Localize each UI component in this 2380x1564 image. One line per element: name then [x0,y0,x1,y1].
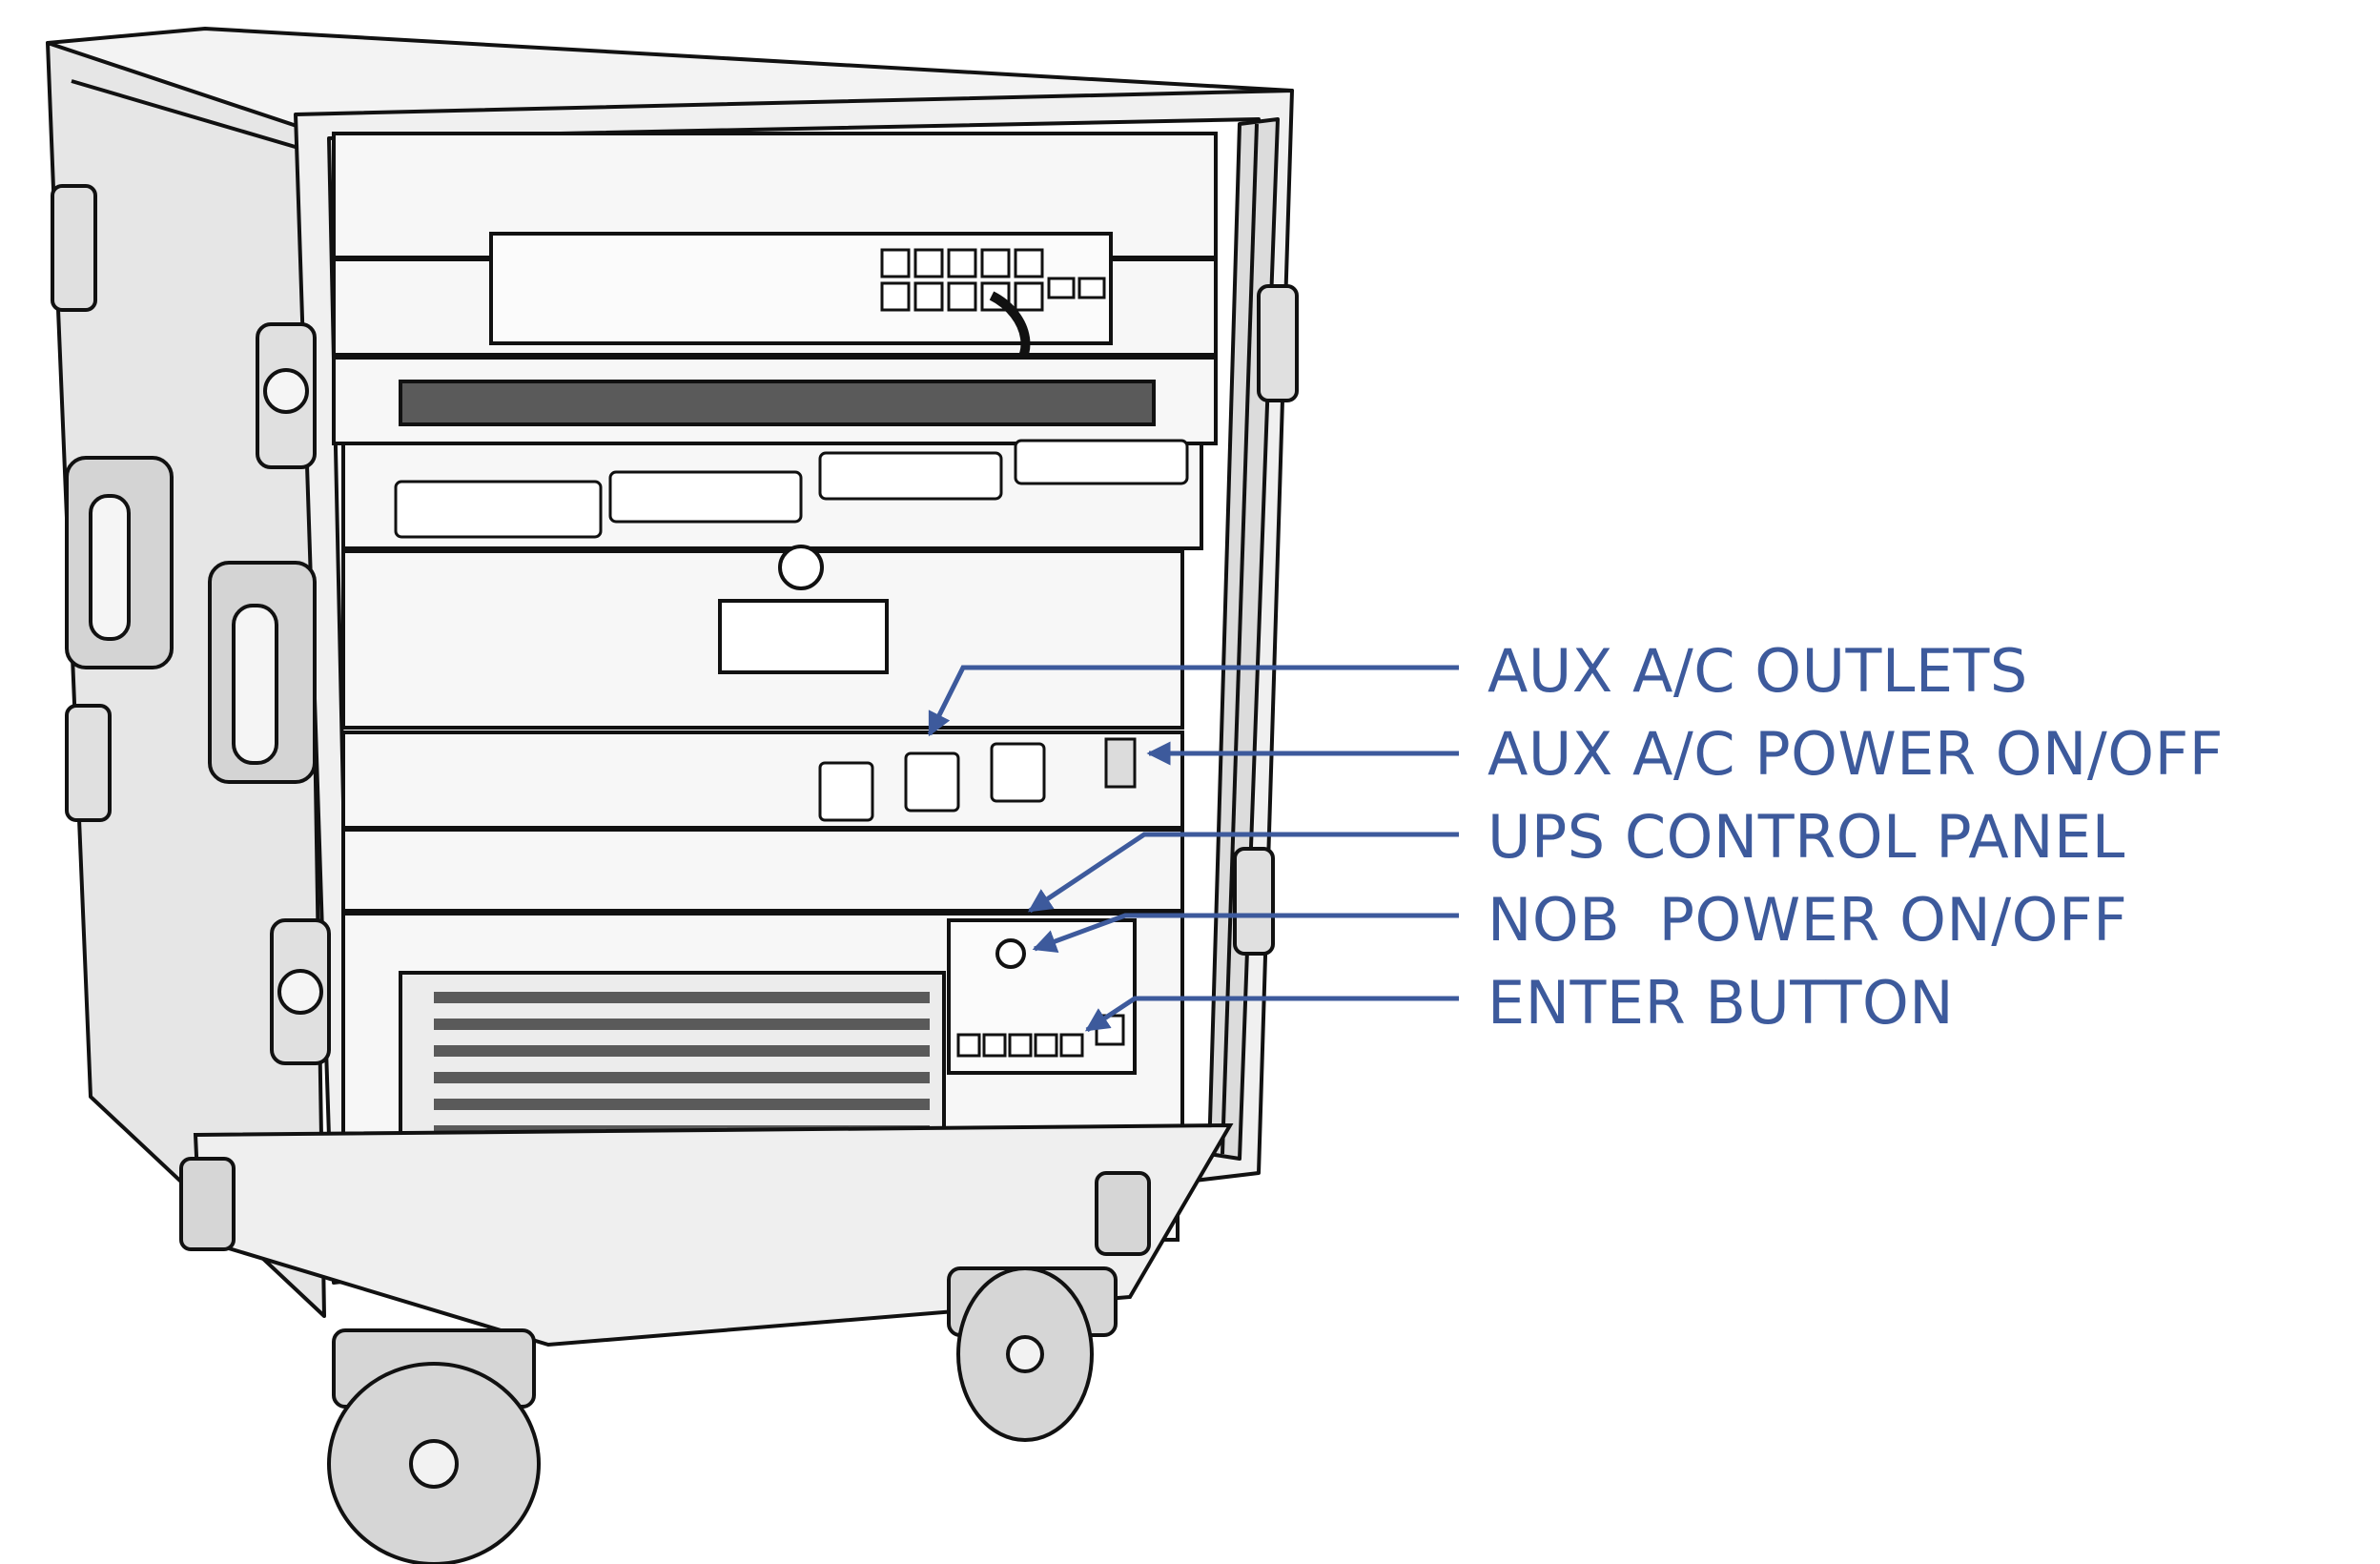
drawer-lock [778,545,824,590]
base-and-casters [179,1122,1234,1564]
ac-outlet-icon [990,742,1046,803]
callout-label-aux-power: AUX A/C POWER ON/OFF [1488,719,2224,789]
arrow-head-icon [927,665,1459,737]
ups-vent-slots [434,992,930,1137]
ups-buttons [956,1033,1084,1058]
nob-power-button [995,938,1026,969]
side-hardware [51,184,1299,1065]
latch-right-lower [1233,847,1275,956]
callout-label-ups-panel: UPS CONTROL PANEL [1488,802,2125,872]
drive-sleds [394,439,1189,539]
aux-outlets [818,742,1046,822]
latch-left-top [51,184,97,312]
handle-bar-side [232,604,278,765]
callout-label-aux-outlets: AUX A/C OUTLETS [1488,636,2028,706]
handle-bar-left [89,494,131,641]
latch-right-upper [1257,284,1299,402]
callout-label-nob-power: NOB POWER ON/OFF [1488,885,2127,955]
switch-ports [880,248,1106,312]
ac-outlet-icon [818,761,874,822]
rocker-switch-icon [1104,737,1137,789]
caster-rear-left [179,1157,236,1251]
vent-strip [399,380,1156,426]
ac-outlet-icon [904,751,960,813]
callouts [927,665,1459,1033]
drawer-handle [718,599,889,674]
callout-labels: AUX A/C OUTLETS AUX A/C POWER ON/OFF UPS… [1488,636,2224,1038]
latch-knob-upper [263,368,309,414]
blank-panel-mid [341,828,1184,913]
arrow-head-icon [1084,996,1459,1033]
callout-label-enter-button: ENTER BUTTON [1488,968,1954,1038]
rack-units [332,132,1218,1242]
power-strip [341,731,1184,830]
caster-rear-right [1095,1171,1151,1256]
caster-hub-right [1006,1335,1044,1373]
arrow-head-icon [1027,832,1459,914]
caster-hub-left [409,1439,459,1489]
latch-knob-lower [277,969,323,1015]
latch-left-bottom [65,704,112,822]
arrow-head-icon [1032,913,1459,953]
